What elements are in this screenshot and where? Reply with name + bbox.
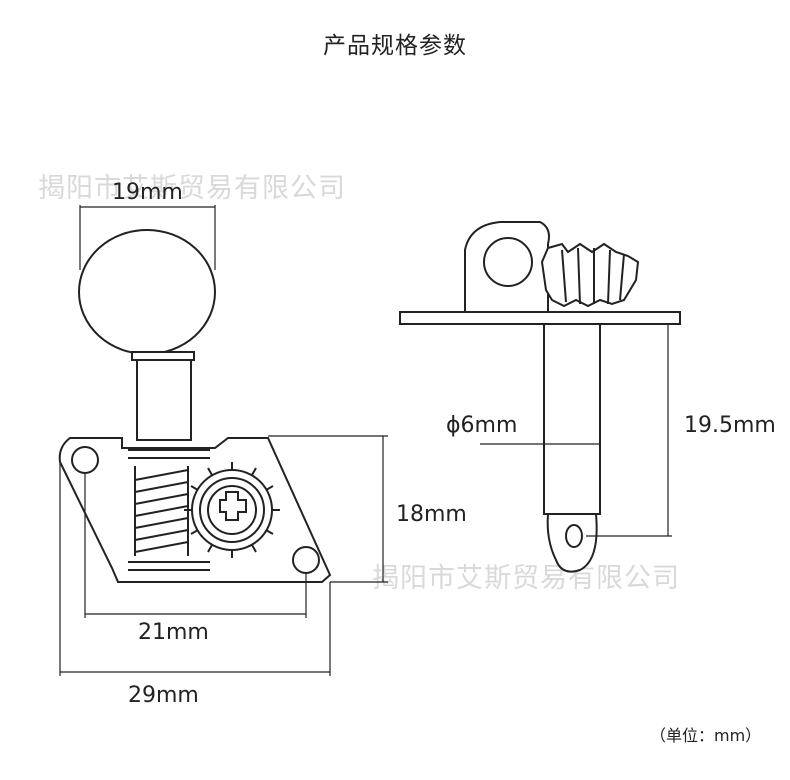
tuner-front-view bbox=[58, 205, 388, 676]
mounting-hole-right bbox=[292, 546, 320, 574]
worm-gear-spring bbox=[134, 466, 189, 556]
string-hole bbox=[565, 524, 583, 548]
dim-post-diameter: ϕ6mm bbox=[446, 413, 518, 438]
dim-hole-spacing: 21mm bbox=[138, 620, 209, 645]
mounting-hole-left bbox=[71, 446, 99, 474]
side-gear-teeth bbox=[540, 242, 640, 308]
watermark-top: 揭阳市艾斯贸易有限公司 bbox=[38, 173, 346, 204]
side-housing-hole bbox=[483, 237, 533, 287]
side-flange bbox=[399, 311, 681, 325]
tuner-side-view bbox=[399, 221, 681, 573]
gear-wheel bbox=[184, 462, 280, 558]
tuner-shaft bbox=[136, 359, 192, 441]
dim-plate-height: 18mm bbox=[396, 502, 467, 527]
watermark-bottom: 揭阳市艾斯贸易有限公司 bbox=[372, 563, 680, 594]
dim-post-length: 19.5mm bbox=[684, 413, 776, 438]
dim-overall-width: 29mm bbox=[128, 683, 199, 708]
tuner-neck bbox=[131, 351, 195, 361]
page-title: 产品规格参数 bbox=[323, 33, 467, 59]
side-post bbox=[543, 323, 601, 515]
dim-button-width: 19mm bbox=[112, 180, 183, 205]
unit-note: （单位：mm） bbox=[650, 726, 762, 745]
tuner-button bbox=[78, 229, 216, 355]
